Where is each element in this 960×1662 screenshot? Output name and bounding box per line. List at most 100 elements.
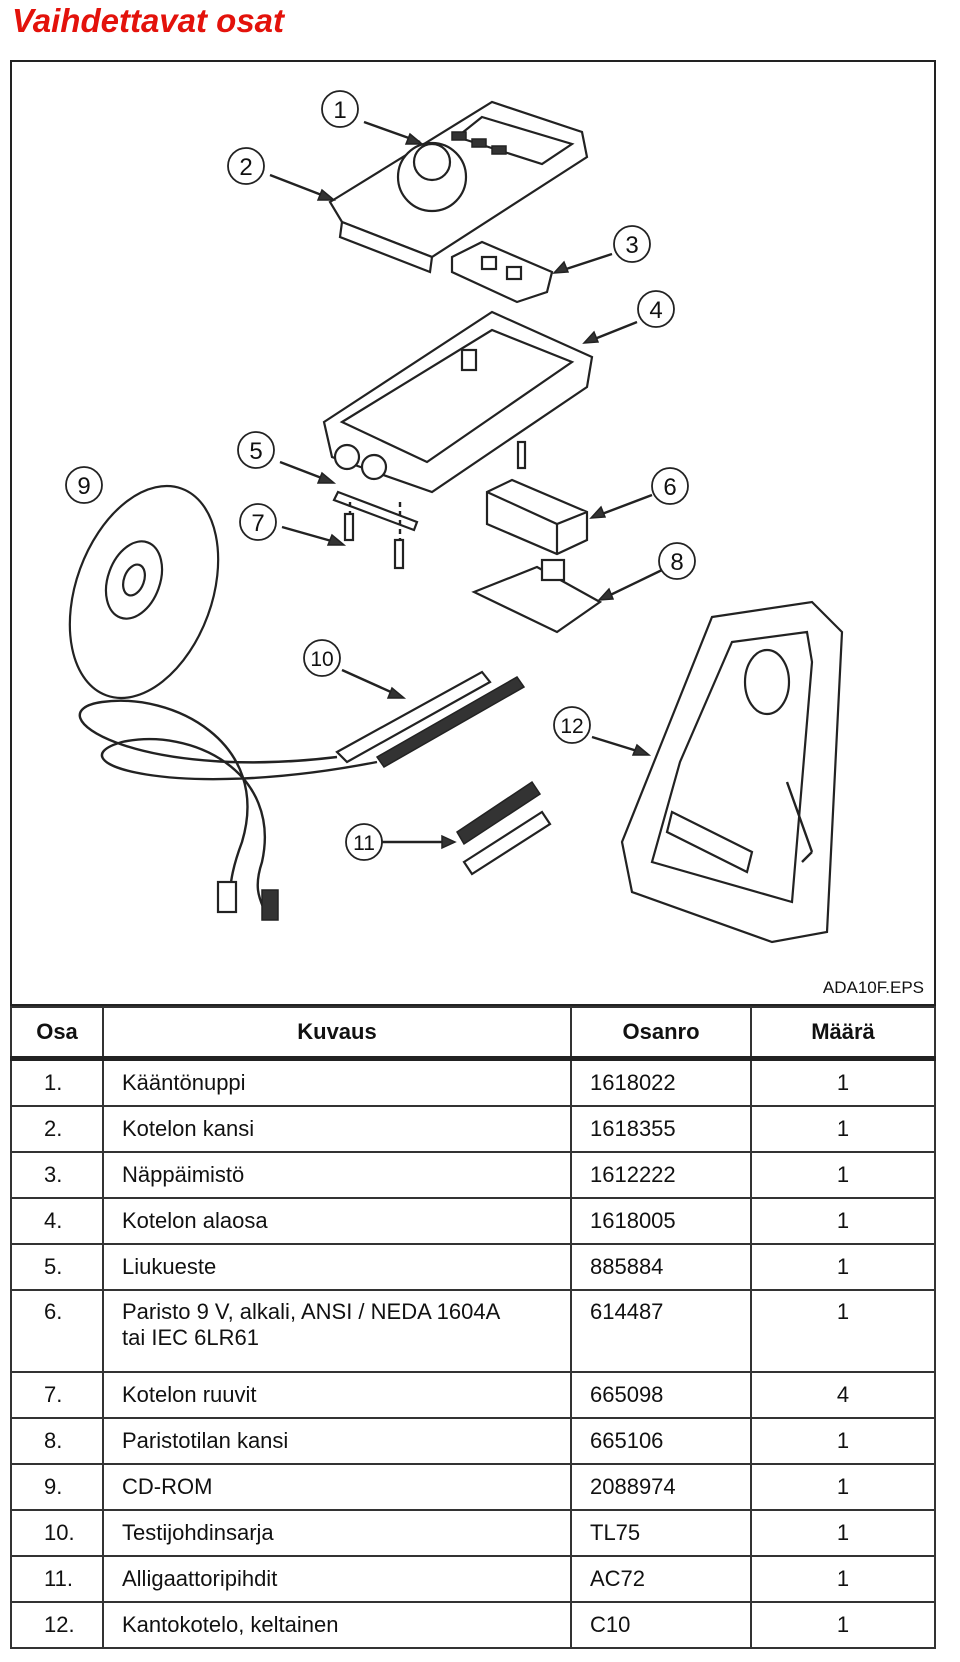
table-row: 11. Alligaattoripihdit AC72 1 bbox=[10, 1555, 936, 1603]
cell-desc: Paristotilan kansi bbox=[102, 1417, 572, 1465]
cell-desc-line1: Paristo 9 V, alkali, ANSI / NEDA 1604A bbox=[122, 1299, 501, 1324]
cell-qty: 1 bbox=[750, 1105, 936, 1153]
table-row: 5. Liukueste 885884 1 bbox=[10, 1243, 936, 1291]
svg-text:9: 9 bbox=[77, 473, 90, 500]
case-bottom-drawing bbox=[322, 310, 594, 494]
cell-num: 8. bbox=[10, 1417, 104, 1465]
cell-num: 5. bbox=[10, 1243, 104, 1291]
callout-9: 9 bbox=[65, 466, 103, 504]
cell-part: 614487 bbox=[570, 1289, 752, 1373]
header-osa: Osa bbox=[10, 1006, 104, 1061]
table-row: 8. Paristotilan kansi 665106 1 bbox=[10, 1417, 936, 1465]
svg-text:11: 11 bbox=[353, 832, 375, 855]
table-row: 1. Kääntönuppi 1618022 1 bbox=[10, 1057, 936, 1107]
cell-num: 10. bbox=[10, 1509, 104, 1557]
cell-desc: Kotelon kansi bbox=[102, 1105, 572, 1153]
cell-num: 6. bbox=[10, 1289, 104, 1373]
cell-qty: 1 bbox=[750, 1601, 936, 1649]
callout-10: 10 bbox=[303, 639, 341, 677]
parts-table: Osa Kuvaus Osanro Määrä 1. Kääntönuppi 1… bbox=[10, 1006, 936, 1649]
table-header-row: Osa Kuvaus Osanro Määrä bbox=[10, 1006, 936, 1061]
cell-qty: 1 bbox=[750, 1197, 936, 1245]
cell-qty: 1 bbox=[750, 1057, 936, 1107]
cell-part: C10 bbox=[570, 1601, 752, 1649]
cell-desc: Testijohdinsarja bbox=[102, 1509, 572, 1557]
cell-qty: 1 bbox=[750, 1509, 936, 1557]
svg-text:5: 5 bbox=[249, 438, 262, 465]
exploded-parts-figure: 1 2 3 4 5 6 7 8 9 10 12 11 ADA10F.EPS bbox=[10, 60, 936, 1006]
figure-code: ADA10F.EPS bbox=[822, 978, 924, 997]
callout-4: 4 bbox=[637, 290, 675, 328]
case-top-drawing bbox=[328, 100, 589, 274]
page-title: Vaihdettavat osat bbox=[12, 2, 285, 39]
cell-desc: CD-ROM bbox=[102, 1463, 572, 1511]
cell-part: 665106 bbox=[570, 1417, 752, 1465]
table-row: 10. Testijohdinsarja TL75 1 bbox=[10, 1509, 936, 1557]
table-row: 12. Kantokotelo, keltainen C10 1 bbox=[10, 1601, 936, 1649]
cell-num: 12. bbox=[10, 1601, 104, 1649]
keypad-drawing bbox=[450, 240, 554, 304]
table-row: 2. Kotelon kansi 1618355 1 bbox=[10, 1105, 936, 1153]
svg-text:4: 4 bbox=[649, 297, 662, 324]
table-row: 7. Kotelon ruuvit 665098 4 bbox=[10, 1371, 936, 1419]
callout-11: 11 bbox=[345, 823, 383, 861]
header-osanro: Osanro bbox=[570, 1006, 752, 1061]
table-row: 4. Kotelon alaosa 1618005 1 bbox=[10, 1197, 936, 1245]
svg-text:7: 7 bbox=[251, 510, 264, 537]
svg-text:12: 12 bbox=[560, 715, 583, 738]
cell-desc: Kotelon alaosa bbox=[102, 1197, 572, 1245]
cell-desc: Kääntönuppi bbox=[102, 1057, 572, 1107]
callout-6: 6 bbox=[651, 467, 689, 505]
screws-and-slide-drawing bbox=[332, 440, 527, 570]
cell-desc: Alligaattoripihdit bbox=[102, 1555, 572, 1603]
table-row: 6. Paristo 9 V, alkali, ANSI / NEDA 1604… bbox=[10, 1289, 936, 1373]
svg-text:2: 2 bbox=[239, 154, 252, 181]
callout-12: 12 bbox=[553, 706, 591, 744]
cell-qty: 1 bbox=[750, 1555, 936, 1603]
cell-qty: 1 bbox=[750, 1151, 936, 1199]
parts-illustration: 1 2 3 4 5 6 7 8 9 10 12 11 bbox=[65, 90, 844, 944]
cell-num: 4. bbox=[10, 1197, 104, 1245]
test-leads-drawing bbox=[78, 670, 526, 921]
battery-door-drawing bbox=[471, 558, 603, 634]
cell-desc-line2: tai IEC 6LR61 bbox=[122, 1325, 259, 1350]
cell-part: 1618022 bbox=[570, 1057, 752, 1107]
cell-part: 1618355 bbox=[570, 1105, 752, 1153]
battery-drawing bbox=[485, 478, 589, 556]
cell-part: 2088974 bbox=[570, 1463, 752, 1511]
cell-qty: 1 bbox=[750, 1417, 936, 1465]
cell-qty: 4 bbox=[750, 1371, 936, 1419]
cell-num: 9. bbox=[10, 1463, 104, 1511]
cell-num: 7. bbox=[10, 1371, 104, 1419]
callout-3: 3 bbox=[613, 225, 651, 263]
cell-qty: 1 bbox=[750, 1289, 936, 1373]
cell-part: TL75 bbox=[570, 1509, 752, 1557]
header-kuvaus: Kuvaus bbox=[102, 1006, 572, 1061]
svg-text:6: 6 bbox=[663, 474, 676, 501]
alligator-clips-drawing bbox=[455, 780, 552, 876]
cd-rom-drawing bbox=[68, 484, 220, 700]
holster-drawing bbox=[620, 600, 844, 944]
cell-num: 2. bbox=[10, 1105, 104, 1153]
svg-text:1: 1 bbox=[333, 97, 346, 124]
leader-lines bbox=[269, 120, 663, 850]
cell-desc: Kotelon ruuvit bbox=[102, 1371, 572, 1419]
svg-text:3: 3 bbox=[625, 232, 638, 259]
cell-desc: Näppäimistö bbox=[102, 1151, 572, 1199]
table-row: 3. Näppäimistö 1612222 1 bbox=[10, 1151, 936, 1199]
cell-part: 885884 bbox=[570, 1243, 752, 1291]
cell-desc: Liukueste bbox=[102, 1243, 572, 1291]
cell-desc: Kantokotelo, keltainen bbox=[102, 1601, 572, 1649]
callout-7: 7 bbox=[239, 503, 277, 541]
cell-part: 1618005 bbox=[570, 1197, 752, 1245]
cell-num: 3. bbox=[10, 1151, 104, 1199]
cell-part: 665098 bbox=[570, 1371, 752, 1419]
svg-text:10: 10 bbox=[310, 648, 333, 671]
callout-8: 8 bbox=[658, 542, 696, 580]
cell-part: 1612222 bbox=[570, 1151, 752, 1199]
cell-num: 11. bbox=[10, 1555, 104, 1603]
callout-1: 1 bbox=[321, 90, 359, 128]
svg-text:8: 8 bbox=[670, 549, 683, 576]
cell-num: 1. bbox=[10, 1057, 104, 1107]
